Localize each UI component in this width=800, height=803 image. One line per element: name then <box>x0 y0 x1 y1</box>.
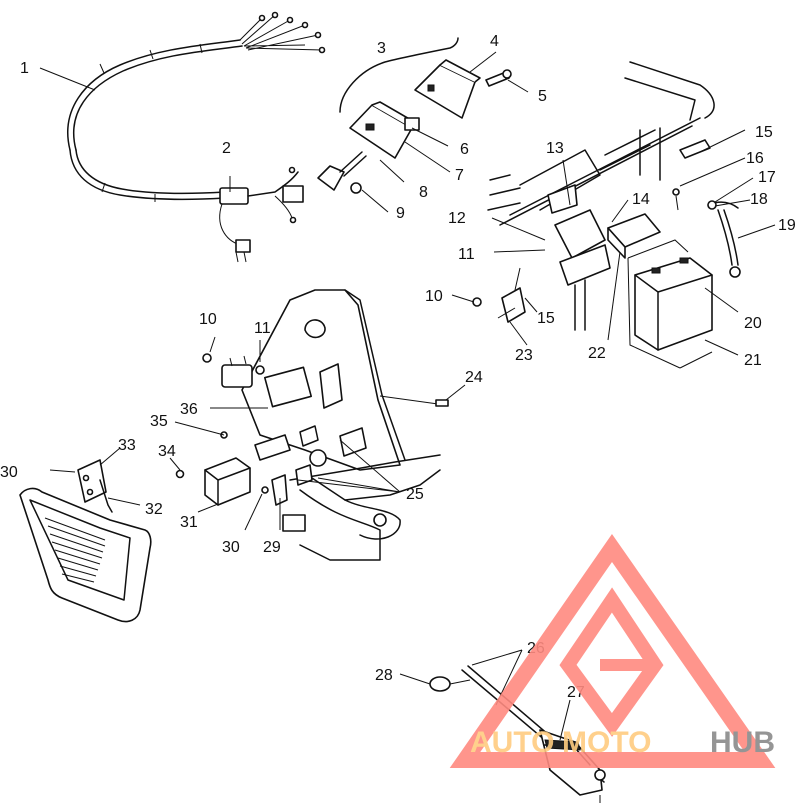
callout-2: 2 <box>222 140 231 157</box>
watermark-moto: MOTO <box>562 726 651 759</box>
callout-30-flap: 30 <box>0 464 18 481</box>
callout-13: 13 <box>546 140 564 157</box>
callout-20: 20 <box>744 315 762 332</box>
callout-10-frame: 10 <box>199 311 217 328</box>
rear-flap <box>19 459 152 623</box>
callout-9: 9 <box>396 205 405 222</box>
rear-frame <box>487 61 715 331</box>
callout-15-cable: 15 <box>755 124 773 141</box>
callout-11-frame: 11 <box>254 320 271 337</box>
watermark-auto: AUTO <box>470 726 554 759</box>
wiring-harness <box>67 11 326 202</box>
callout-32: 32 <box>145 501 163 518</box>
callout-11-battery: 11 <box>458 246 475 263</box>
callout-35: 35 <box>150 413 168 430</box>
battery-cables <box>672 139 741 278</box>
callout-23: 23 <box>515 347 533 364</box>
callout-6: 6 <box>460 141 469 158</box>
callout-33: 33 <box>118 437 136 454</box>
watermark-logo: AUTO MOTO HUB <box>449 533 776 768</box>
leader-lines <box>39 51 776 803</box>
callout-4: 4 <box>490 33 499 50</box>
callout-36: 36 <box>180 401 198 418</box>
callout-10-battery: 10 <box>425 288 443 305</box>
center-frame-plate <box>202 289 449 471</box>
module-31 <box>175 431 313 506</box>
harness-connector <box>219 166 304 263</box>
callout-34: 34 <box>158 443 176 460</box>
callout-28: 28 <box>375 667 393 684</box>
callout-31: 31 <box>180 514 198 531</box>
callout-7: 7 <box>455 167 464 184</box>
lower-frame <box>282 454 441 561</box>
callout-29: 29 <box>263 539 281 556</box>
tail-light-assembly <box>317 37 512 194</box>
callout-19: 19 <box>778 217 796 234</box>
callout-12: 12 <box>448 210 466 227</box>
callout-1: 1 <box>20 60 29 77</box>
battery <box>627 239 713 369</box>
mount-bracket-23 <box>472 267 526 323</box>
watermark-hub: HUB <box>710 726 775 759</box>
callout-24: 24 <box>465 369 483 386</box>
callout-5: 5 <box>538 88 547 105</box>
callout-16: 16 <box>746 150 764 167</box>
callout-21: 21 <box>744 352 762 369</box>
callout-8: 8 <box>419 184 428 201</box>
callout-17: 17 <box>758 169 776 186</box>
callout-22: 22 <box>588 345 606 362</box>
callout-15-bracket: 15 <box>537 310 555 327</box>
callout-18: 18 <box>750 191 768 208</box>
callout-30-module: 30 <box>222 539 240 556</box>
callout-14: 14 <box>632 191 650 208</box>
battery-box <box>607 213 661 259</box>
callout-3: 3 <box>377 40 386 57</box>
callout-25: 25 <box>406 486 424 503</box>
callout-labels: 1 2 3 4 5 6 7 8 9 10 10 11 11 12 13 14 1… <box>0 33 796 701</box>
